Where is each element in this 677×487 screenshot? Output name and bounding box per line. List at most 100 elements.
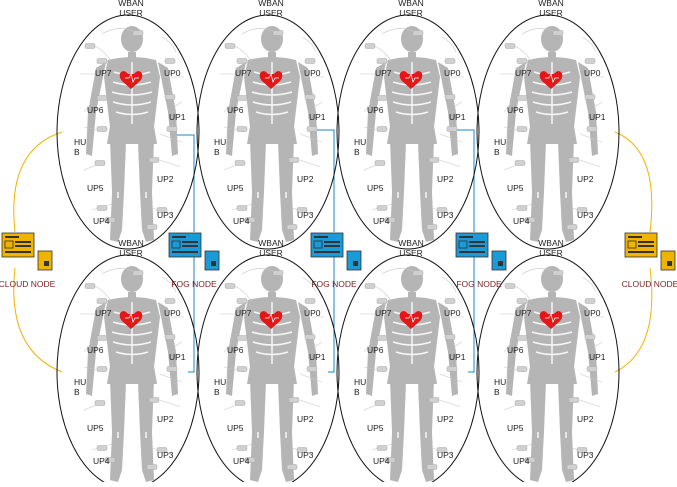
sensor-label-up0: UP0 xyxy=(584,68,601,78)
sensor-device-icon xyxy=(146,224,158,230)
sensor-label-up1: UP1 xyxy=(589,112,606,122)
sensor-device-icon xyxy=(514,160,526,166)
sensor-device-icon xyxy=(426,464,438,470)
sensor-device-icon xyxy=(516,445,528,451)
sensor-device-icon xyxy=(444,298,456,304)
sensor-label-up2: UP2 xyxy=(157,174,174,184)
sensor-label-up0: UP0 xyxy=(444,308,461,318)
hub-label: B xyxy=(214,147,220,157)
sensor-device-icon xyxy=(444,58,456,64)
sensor-label-up6: UP6 xyxy=(507,105,524,115)
hub-label: HU xyxy=(74,377,86,387)
cloud-node-left[interactable]: CLOUD NODE xyxy=(0,232,56,289)
sensor-device-icon xyxy=(236,95,248,101)
sensor-label-up1: UP1 xyxy=(309,112,326,122)
hub-label: HU xyxy=(354,377,366,387)
sensor-device-icon xyxy=(236,366,248,372)
sensor-device-icon xyxy=(516,95,528,101)
hub-label: B xyxy=(494,147,500,157)
cloud-links xyxy=(13,131,653,373)
sensor-device-icon xyxy=(504,43,516,49)
sensor-device-icon xyxy=(166,366,178,372)
sensor-device-icon xyxy=(584,58,596,64)
sensor-label-up7: UP7 xyxy=(235,68,252,78)
sensor-device-icon xyxy=(428,157,440,163)
sensor-device-icon xyxy=(224,43,236,49)
sensor-device-icon xyxy=(364,283,376,289)
sensor-label-up5: UP5 xyxy=(507,183,524,193)
fog-links xyxy=(173,129,475,373)
sensor-device-icon xyxy=(552,270,564,276)
fog-node-1[interactable]: FOG NODE xyxy=(168,232,220,289)
wban-boundary xyxy=(336,14,480,250)
fog-node-icon xyxy=(455,232,507,271)
wban-user-label: WBAN xyxy=(118,0,144,8)
sensor-device-icon xyxy=(514,400,526,406)
fog-link-3 xyxy=(453,129,475,232)
sensor-label-up0: UP0 xyxy=(584,308,601,318)
sensor-device-icon xyxy=(376,335,388,341)
sensor-device-icon xyxy=(96,205,108,211)
sensor-device-icon xyxy=(288,397,300,403)
sensor-label-up3: UP3 xyxy=(577,210,594,220)
sensor-label-up3: UP3 xyxy=(157,210,174,220)
fog-node-3[interactable]: FOG NODE xyxy=(455,232,507,289)
sensor-label-up4: UP4 xyxy=(233,456,250,466)
sensor-device-icon xyxy=(552,30,564,36)
hub-label: B xyxy=(494,387,500,397)
sensor-label-up1: UP1 xyxy=(589,352,606,362)
hub-label: B xyxy=(74,147,80,157)
wban-user-label: USER xyxy=(119,248,143,258)
sensor-label-up2: UP2 xyxy=(577,414,594,424)
sensor-label-up1: UP1 xyxy=(169,112,186,122)
sensor-device-icon xyxy=(444,94,456,100)
sensor-device-icon xyxy=(364,43,376,49)
sensor-device-icon xyxy=(236,298,248,304)
sensor-device-icon xyxy=(412,30,424,36)
sensor-device-icon xyxy=(234,400,246,406)
sensor-device-icon xyxy=(164,334,176,340)
sensor-device-icon xyxy=(236,58,248,64)
hub-label: HU xyxy=(74,137,86,147)
wban-user-label: USER xyxy=(539,8,563,18)
wban-user-label: WBAN xyxy=(258,0,284,8)
sensor-device-icon xyxy=(94,160,106,166)
sensor-device-icon xyxy=(584,94,596,100)
sensor-device-icon xyxy=(306,126,318,132)
sensor-device-icon xyxy=(304,298,316,304)
sensor-label-up6: UP6 xyxy=(227,105,244,115)
cloud-node-label: CLOUD NODE xyxy=(622,279,677,289)
wban-boundary xyxy=(56,14,200,250)
sensor-label-up1: UP1 xyxy=(449,112,466,122)
sensor-label-up1: UP1 xyxy=(309,352,326,362)
fog-node-2[interactable]: FOG NODE xyxy=(310,232,362,289)
sensor-device-icon xyxy=(96,335,108,341)
sensor-label-up5: UP5 xyxy=(507,423,524,433)
sensor-label-up4: UP4 xyxy=(513,216,530,226)
sensor-device-icon xyxy=(376,298,388,304)
sensor-device-icon xyxy=(236,445,248,451)
sensor-device-icon xyxy=(236,126,248,132)
sensor-device-icon xyxy=(304,334,316,340)
sensor-device-icon xyxy=(224,283,236,289)
sensor-label-up3: UP3 xyxy=(437,210,454,220)
hub-label: B xyxy=(354,387,360,397)
wban-boundary xyxy=(336,254,480,487)
wban-user-label: WBAN xyxy=(398,238,424,248)
sensor-label-up5: UP5 xyxy=(367,423,384,433)
sensor-device-icon xyxy=(516,335,528,341)
sensor-device-icon xyxy=(166,126,178,132)
wban-user-label: WBAN xyxy=(398,0,424,8)
sensor-device-icon xyxy=(304,94,316,100)
cloud-node-right[interactable]: CLOUD NODE xyxy=(622,232,677,289)
sensor-device-icon xyxy=(148,397,160,403)
